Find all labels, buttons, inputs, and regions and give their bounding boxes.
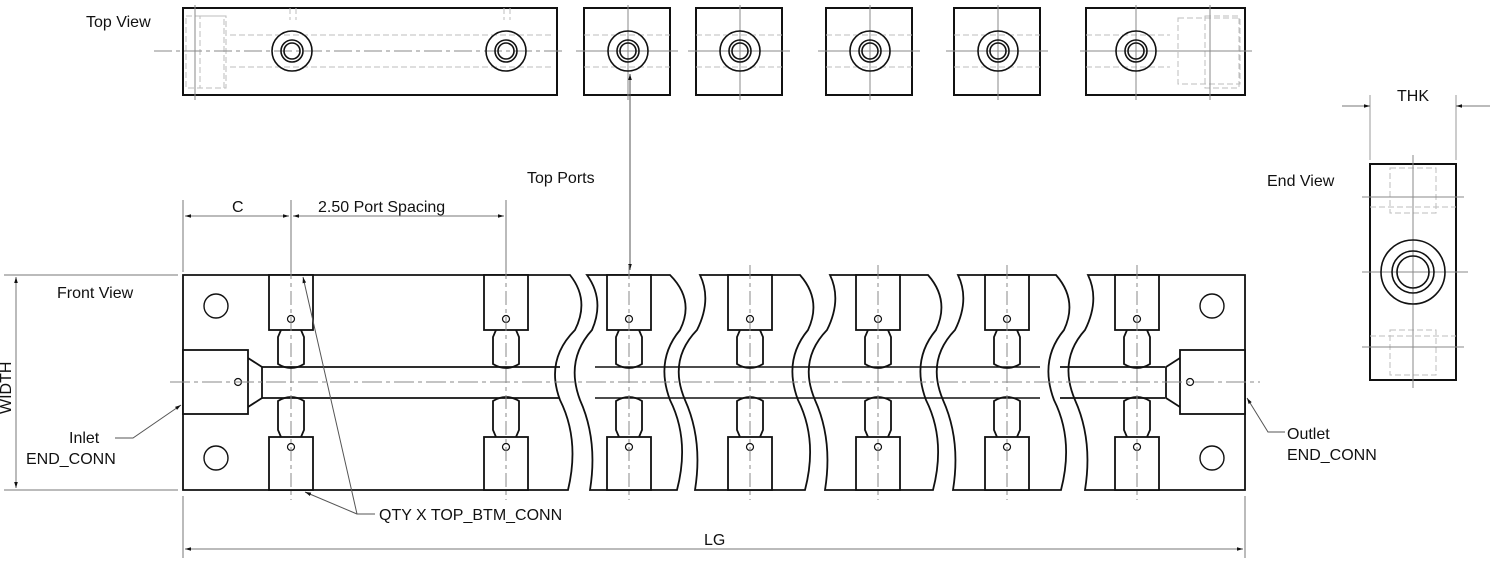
top-btm-conn-label: QTY X TOP_BTM_CONN xyxy=(379,507,563,524)
inlet-label: Inlet xyxy=(69,430,100,447)
top-view-label: Top View xyxy=(86,14,151,31)
front-view-label: Front View xyxy=(57,285,134,302)
dim-thk-label: THK xyxy=(1397,88,1429,105)
dim-c-label: C xyxy=(232,199,244,216)
top-port-circle xyxy=(271,30,527,72)
dimension-lines xyxy=(4,200,1285,558)
outlet-label: Outlet xyxy=(1287,426,1330,443)
inlet-conn-label: END_CONN xyxy=(26,451,116,468)
top-ports-label: Top Ports xyxy=(527,170,595,187)
outlet-conn-label: END_CONN xyxy=(1287,447,1377,464)
dim-lg-label: LG xyxy=(704,532,726,549)
top-view xyxy=(154,4,1252,101)
dim-port-spacing-label: 2.50 Port Spacing xyxy=(318,199,446,216)
end-view xyxy=(1342,95,1490,388)
dim-width-label: WIDTH xyxy=(0,361,15,414)
end-view-label: End View xyxy=(1267,173,1335,190)
